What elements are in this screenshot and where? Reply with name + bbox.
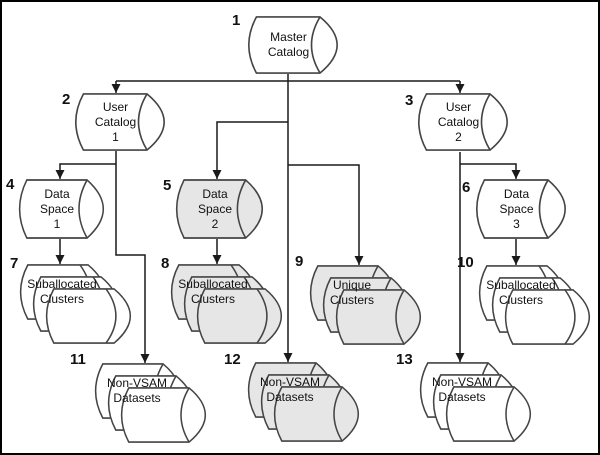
node-data-space-3: Data Space 3 (473, 179, 568, 239)
node-11-number: 11 (70, 351, 86, 368)
node-label: Non-VSAM Datasets (431, 375, 493, 404)
node-1-number: 1 (232, 12, 241, 29)
node-non-vsam-datasets-11: Non-VSAM Datasets (92, 363, 208, 443)
node-label: User Catalog 2 (437, 99, 480, 144)
node-9-number: 9 (295, 253, 304, 270)
node-10-number: 10 (457, 254, 474, 271)
node-suballocated-clusters-8: Suballocated Clusters (168, 264, 284, 344)
node-label: Non-VSAM Datasets (106, 376, 168, 405)
node-suballocated-clusters-10: Suballocated Clusters (476, 265, 592, 345)
node-data-space-1: Data Space 1 (16, 179, 106, 239)
node-label: Data Space 3 (499, 186, 534, 231)
node-label: Non-VSAM Datasets (259, 375, 321, 404)
node-label: Data Space 2 (197, 186, 233, 231)
node-label: Data Space 1 (39, 186, 75, 231)
node-user-catalog-1: User Catalog 1 (72, 93, 167, 151)
node-13-number: 13 (396, 351, 413, 368)
node-non-vsam-datasets-12: Non-VSAM Datasets (245, 362, 361, 442)
node-2-number: 2 (62, 91, 71, 108)
node-user-catalog-2: User Catalog 2 (415, 93, 510, 151)
node-master-catalog: Master Catalog (245, 16, 340, 74)
node-6-number: 6 (462, 179, 471, 196)
node-label: Suballocated Clusters (178, 277, 248, 306)
node-label: Unique Clusters (329, 278, 374, 307)
node-suballocated-clusters-7: Suballocated Clusters (17, 264, 133, 344)
node-non-vsam-datasets-13: Non-VSAM Datasets (417, 362, 533, 442)
node-label: Master Catalog (267, 30, 310, 59)
node-unique-clusters: Unique Clusters (307, 265, 423, 345)
node-12-number: 12 (224, 351, 241, 368)
node-3-number: 3 (405, 92, 414, 109)
node-4-number: 4 (6, 176, 15, 193)
node-label: Suballocated Clusters (27, 277, 97, 306)
node-5-number: 5 (163, 177, 172, 194)
node-label: Suballocated Clusters (486, 278, 556, 307)
node-data-space-2: Data Space 2 (173, 179, 265, 239)
node-7-number: 7 (10, 255, 19, 272)
node-8-number: 8 (161, 255, 170, 272)
node-label: User Catalog 1 (94, 99, 137, 144)
